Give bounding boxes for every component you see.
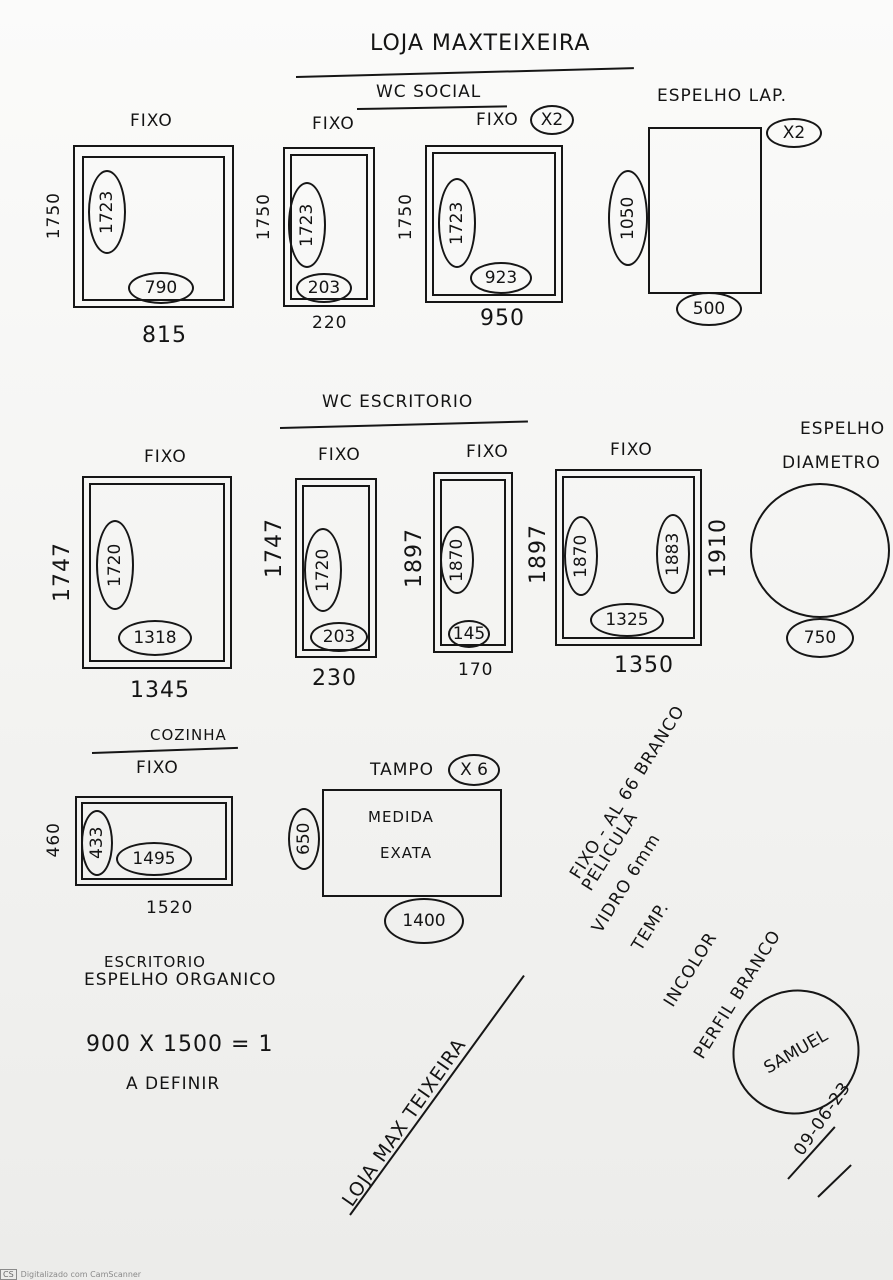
dimension-height: 1750 xyxy=(44,192,64,240)
mirror-panel xyxy=(648,127,762,294)
dimension-width: 1400 xyxy=(384,898,464,944)
signature-mark xyxy=(817,1164,852,1198)
panel-label: FIXO xyxy=(312,114,355,134)
dimension-height: 650 xyxy=(288,808,320,870)
dimension-width: 1520 xyxy=(146,898,194,918)
glass-panel-inner xyxy=(432,152,556,296)
signature-text: SAMUEL xyxy=(760,1025,832,1079)
quantity-badge: X2 xyxy=(766,118,822,148)
spec-note: TEMP. xyxy=(628,898,674,955)
mirror-label: DIAMETRO xyxy=(782,453,881,473)
dimension-height: 1747 xyxy=(262,518,287,578)
glass-panel xyxy=(73,145,234,308)
panel-label: FIXO xyxy=(318,445,361,465)
dimension-width: 220 xyxy=(312,313,348,333)
diagonal-line xyxy=(349,974,525,1216)
panel-label: FIXO xyxy=(610,440,653,460)
heading-underline xyxy=(279,420,528,429)
dimension-width: 1350 xyxy=(614,653,674,678)
dimension-height: 1897 xyxy=(526,524,551,584)
page-title: LOJA MAXTEIXEIRA xyxy=(370,31,591,56)
dimension-inner-width: 203 xyxy=(296,273,352,303)
section-heading-wc-social: WC SOCIAL xyxy=(376,82,482,102)
dimension-height: 1747 xyxy=(50,542,75,602)
dimension-inner-width: 203 xyxy=(310,622,368,652)
note-line: ESPELHO ORGANICO xyxy=(84,970,277,990)
panel-label: TAMPO xyxy=(370,760,434,780)
panel-label: FIXO xyxy=(466,442,509,462)
panel-label: FIXO xyxy=(130,111,173,131)
dimension-inner-height-left: 1870 xyxy=(564,516,598,596)
spec-note: INCOLOR xyxy=(660,928,722,1011)
dimension-inner-width: 1325 xyxy=(590,603,664,637)
dimension-inner-height-right: 1883 xyxy=(656,514,690,594)
dimension-height: 1897 xyxy=(402,528,427,588)
heading-underline xyxy=(91,746,238,754)
dimension-diameter: 750 xyxy=(786,618,854,658)
title-underline xyxy=(295,67,634,78)
quantity-badge: X 6 xyxy=(448,754,500,786)
dimension-inner-width: 923 xyxy=(470,262,532,294)
dimension-height: 460 xyxy=(44,822,64,858)
scanner-watermark: CS Digitalizado com CamScanner xyxy=(0,1269,141,1280)
dimension-inner-height: 1870 xyxy=(440,526,474,594)
glass-panel xyxy=(75,796,233,886)
glass-panel-inner xyxy=(81,802,227,880)
dimension-height: 1050 xyxy=(608,170,648,266)
dimension-height: 1750 xyxy=(254,193,274,241)
glass-panel xyxy=(283,147,375,307)
scanner-logo: CS xyxy=(0,1269,17,1280)
glass-panel-inner xyxy=(89,483,225,662)
dimension-inner-height: 433 xyxy=(81,810,113,876)
store-name-diagonal: LOJA MAX TEIXEIRA xyxy=(338,1034,471,1211)
mirror-label: ESPELHO LAP. xyxy=(657,86,788,106)
dimension-inner-width: 1318 xyxy=(118,620,192,656)
dimension-inner-height: 1723 xyxy=(288,182,326,268)
dimension-width: 950 xyxy=(480,306,525,331)
glass-panel-inner xyxy=(562,476,695,639)
panel-label: FIXO xyxy=(144,447,187,467)
note-line: 900 X 1500 = 1 xyxy=(86,1032,274,1057)
dimension-height-right: 1910 xyxy=(706,518,731,578)
dimension-inner-height: 1723 xyxy=(88,170,126,254)
section-heading-cozinha: COZINHA xyxy=(150,726,227,744)
dimension-inner-height: 1723 xyxy=(438,178,476,268)
section-heading-wc-escritorio: WC ESCRITORIO xyxy=(322,392,474,412)
scanner-text: Digitalizado com CamScanner xyxy=(20,1270,142,1279)
dimension-width: 500 xyxy=(676,292,742,326)
mirror-label: ESPELHO xyxy=(800,419,886,439)
dimension-inner-height: 1720 xyxy=(304,528,342,612)
glass-panel xyxy=(555,469,702,646)
tampo-note: EXATA xyxy=(380,844,433,862)
round-mirror xyxy=(750,483,890,618)
glass-panel xyxy=(433,472,513,653)
tampo-note: MEDIDA xyxy=(368,808,434,826)
dimension-inner-height: 1720 xyxy=(96,520,134,610)
panel-label: FIXO xyxy=(136,758,179,778)
glass-panel xyxy=(295,478,377,658)
dimension-inner-width: 145 xyxy=(448,620,490,648)
dimension-inner-width: 790 xyxy=(128,272,194,304)
glass-panel xyxy=(82,476,232,669)
tampo-panel xyxy=(322,789,502,897)
dimension-inner-width: 1495 xyxy=(116,842,192,876)
dimension-width: 170 xyxy=(458,660,494,680)
glass-panel xyxy=(425,145,563,303)
quantity-badge: X2 xyxy=(530,105,574,135)
dimension-width: 1345 xyxy=(130,678,190,703)
note-line: A DEFINIR xyxy=(126,1074,221,1094)
note-title: ESCRITORIO xyxy=(104,953,206,971)
panel-label: FIXO xyxy=(476,110,519,130)
dimension-height: 1750 xyxy=(396,193,416,241)
dimension-width: 230 xyxy=(312,666,357,691)
dimension-width: 815 xyxy=(142,323,187,348)
spec-note: FIXO - AL 66 BRANCO xyxy=(566,701,690,883)
